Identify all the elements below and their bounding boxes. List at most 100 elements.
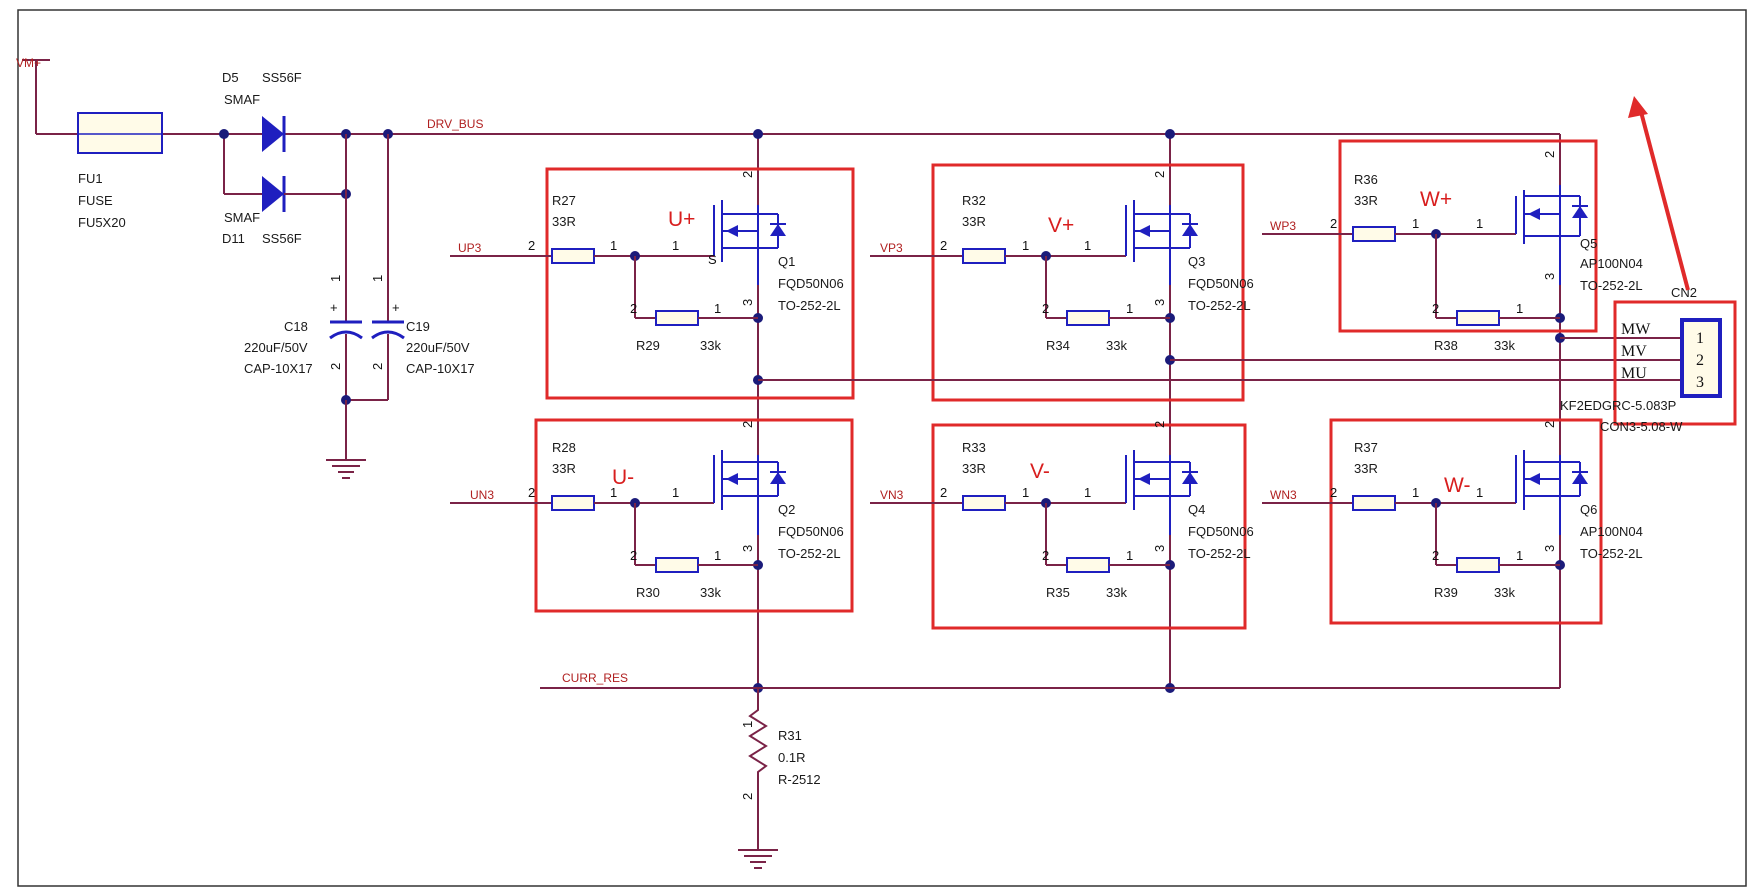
svg-text:Q1: Q1 bbox=[778, 254, 795, 269]
resistor-r30 bbox=[655, 557, 699, 573]
svg-text:MV: MV bbox=[1621, 343, 1647, 360]
vm-label: VM+ bbox=[16, 56, 41, 70]
svg-text:TO-252-2L: TO-252-2L bbox=[778, 298, 841, 313]
vm-power-port: VM+ bbox=[16, 56, 50, 134]
svg-text:R30: R30 bbox=[636, 585, 660, 600]
svg-text:AP100N04: AP100N04 bbox=[1580, 524, 1643, 539]
svg-text:33R: 33R bbox=[962, 214, 986, 229]
svg-text:1: 1 bbox=[714, 301, 721, 316]
svg-text:Q4: Q4 bbox=[1188, 502, 1205, 517]
svg-text:AP100N04: AP100N04 bbox=[1580, 256, 1643, 271]
svg-text:1: 1 bbox=[714, 548, 721, 563]
svg-text:2: 2 bbox=[1432, 301, 1439, 316]
resistor-r39 bbox=[1456, 557, 1500, 573]
svg-text:Q3: Q3 bbox=[1188, 254, 1205, 269]
svg-text:FU5X20: FU5X20 bbox=[78, 215, 126, 230]
svg-text:FU1: FU1 bbox=[78, 171, 103, 186]
svg-text:2: 2 bbox=[528, 485, 535, 500]
svg-text:VN3: VN3 bbox=[880, 488, 904, 502]
resistor-r28 bbox=[551, 495, 595, 511]
svg-text:R39: R39 bbox=[1434, 585, 1458, 600]
svg-text:+: + bbox=[392, 300, 400, 315]
svg-text:2: 2 bbox=[1432, 548, 1439, 563]
resistor-r37 bbox=[1352, 495, 1396, 511]
svg-text:3: 3 bbox=[1152, 299, 1167, 306]
svg-text:FQD50N06: FQD50N06 bbox=[1188, 524, 1254, 539]
svg-text:1: 1 bbox=[1022, 238, 1029, 253]
svg-text:33R: 33R bbox=[962, 461, 986, 476]
svg-text:+: + bbox=[330, 300, 338, 315]
svg-text:SMAF: SMAF bbox=[224, 210, 260, 225]
connector-cn2: MW MV MU 1 2 3 CN2 KF2EDGRC-5.083P CON3-… bbox=[1560, 285, 1737, 434]
svg-text:1: 1 bbox=[1412, 216, 1419, 231]
resistor-r33 bbox=[962, 495, 1006, 511]
svg-text:R29: R29 bbox=[636, 338, 660, 353]
resistor-r36 bbox=[1352, 226, 1396, 242]
svg-text:R34: R34 bbox=[1046, 338, 1070, 353]
svg-text:3: 3 bbox=[1542, 273, 1557, 280]
svg-text:D11: D11 bbox=[222, 231, 245, 246]
svg-text:2: 2 bbox=[740, 171, 755, 178]
svg-text:D5: D5 bbox=[222, 70, 239, 85]
svg-text:33R: 33R bbox=[1354, 193, 1378, 208]
diode-d11: SMAF D11 SS56F bbox=[222, 134, 346, 246]
svg-text:2: 2 bbox=[1542, 421, 1557, 428]
svg-text:SS56F: SS56F bbox=[262, 70, 302, 85]
svg-text:1: 1 bbox=[740, 721, 755, 728]
svg-text:3: 3 bbox=[740, 299, 755, 306]
svg-text:3: 3 bbox=[1152, 545, 1167, 552]
svg-text:2: 2 bbox=[1152, 171, 1167, 178]
svg-text:V+: V+ bbox=[1048, 214, 1074, 237]
curr-res-wire: CURR_RES bbox=[540, 671, 1560, 689]
svg-text:C18: C18 bbox=[284, 319, 308, 334]
shunt-resistor-r31: R31 0.1R R-2512 1 2 bbox=[740, 688, 821, 840]
svg-text:VP3: VP3 bbox=[880, 241, 903, 255]
svg-text:1: 1 bbox=[672, 485, 679, 500]
phase-u-low-block: UN3 2 1 1 2 1 2 3 R28 33R R30 33k Q2 FQD… bbox=[450, 418, 854, 613]
capacitor-c19: + 1 2 C19 220uF/50V CAP-10X17 bbox=[346, 134, 475, 401]
svg-text:2: 2 bbox=[528, 238, 535, 253]
svg-text:3: 3 bbox=[740, 545, 755, 552]
ground-symbol bbox=[738, 840, 778, 869]
svg-text:2: 2 bbox=[328, 363, 343, 370]
svg-text:2: 2 bbox=[740, 421, 755, 428]
svg-text:TO-252-2L: TO-252-2L bbox=[1188, 298, 1251, 313]
svg-text:R31: R31 bbox=[778, 728, 802, 743]
svg-text:R35: R35 bbox=[1046, 585, 1070, 600]
svg-text:2: 2 bbox=[1696, 352, 1704, 369]
svg-text:33k: 33k bbox=[1106, 338, 1127, 353]
svg-text:1: 1 bbox=[328, 275, 343, 282]
svg-text:220uF/50V: 220uF/50V bbox=[406, 340, 470, 355]
svg-text:Q5: Q5 bbox=[1580, 236, 1597, 251]
svg-text:2: 2 bbox=[370, 363, 385, 370]
svg-text:1: 1 bbox=[610, 485, 617, 500]
svg-text:TO-252-2L: TO-252-2L bbox=[1580, 278, 1643, 293]
svg-text:UN3: UN3 bbox=[470, 488, 494, 502]
resistor-r29 bbox=[655, 310, 699, 326]
svg-text:3: 3 bbox=[1696, 374, 1704, 391]
svg-text:2: 2 bbox=[1330, 485, 1337, 500]
svg-text:FUSE: FUSE bbox=[78, 193, 113, 208]
svg-text:FQD50N06: FQD50N06 bbox=[778, 524, 844, 539]
svg-text:U+: U+ bbox=[668, 208, 695, 231]
svg-text:R33: R33 bbox=[962, 440, 986, 455]
svg-text:1: 1 bbox=[1412, 485, 1419, 500]
svg-text:CON3-5.08-W: CON3-5.08-W bbox=[1600, 419, 1683, 434]
svg-text:WN3: WN3 bbox=[1270, 488, 1297, 502]
junction bbox=[753, 129, 763, 139]
svg-text:1: 1 bbox=[1126, 548, 1133, 563]
svg-text:TO-252-2L: TO-252-2L bbox=[1188, 546, 1251, 561]
svg-text:2: 2 bbox=[630, 301, 637, 316]
capacitor-c18: + 1 2 C18 220uF/50V CAP-10X17 bbox=[244, 134, 363, 400]
svg-text:R32: R32 bbox=[962, 193, 986, 208]
svg-text:R37: R37 bbox=[1354, 440, 1378, 455]
svg-text:1: 1 bbox=[1516, 548, 1523, 563]
motor-output-wires bbox=[758, 337, 1682, 381]
drv-bus-label: DRV_BUS bbox=[427, 117, 483, 131]
svg-text:S: S bbox=[708, 252, 717, 267]
svg-text:MU: MU bbox=[1621, 365, 1647, 382]
svg-text:CAP-10X17: CAP-10X17 bbox=[406, 361, 475, 376]
svg-text:33k: 33k bbox=[1494, 338, 1515, 353]
svg-text:33R: 33R bbox=[552, 214, 576, 229]
svg-text:33k: 33k bbox=[1494, 585, 1515, 600]
